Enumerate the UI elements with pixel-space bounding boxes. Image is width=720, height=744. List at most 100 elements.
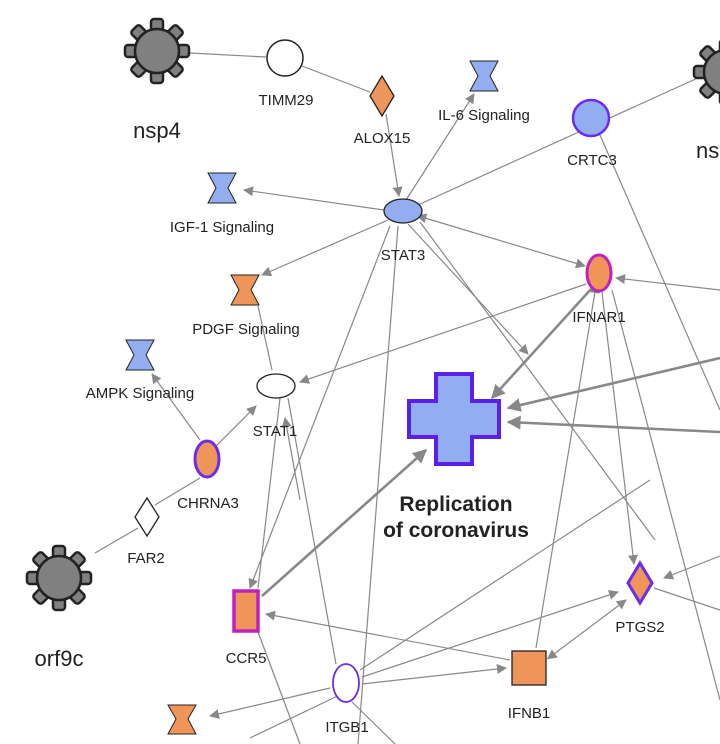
node-alox15[interactable]: ALOX15	[354, 74, 411, 147]
edge-chrna3-stat1	[215, 405, 257, 447]
node-label: IL-6 Signaling	[438, 107, 530, 124]
edge-nsright-stat3	[417, 76, 701, 206]
node-ccr5[interactable]: CCR5	[226, 589, 267, 667]
edge-ifnar1-ifnb1	[535, 283, 600, 649]
edge-itgb1-ifnb1	[361, 664, 507, 685]
edge-ifnar1-diag	[611, 289, 720, 701]
circle-shape	[266, 39, 304, 77]
node-ifnb1[interactable]: IFNB1	[508, 650, 551, 722]
edge-nsp4-timm29	[189, 52, 267, 58]
node-stat3[interactable]: STAT3	[381, 198, 425, 264]
edge-stat3-ccr5	[248, 225, 391, 589]
node-label: STAT1	[253, 423, 297, 440]
edge-right2-replication	[506, 415, 720, 434]
edge-itgb1-down	[351, 701, 396, 744]
edge-ifnb1-ccr5	[265, 610, 511, 661]
hourglass-shape	[125, 339, 155, 371]
edge-stat3-il6	[405, 93, 475, 201]
node-il6[interactable]: IL-6 Signaling	[438, 60, 530, 124]
node-igf1[interactable]: IGF-1 Signaling	[170, 172, 274, 236]
circle-shape	[571, 98, 611, 138]
node-label: CCR5	[226, 650, 267, 667]
hourglass-shape	[207, 172, 237, 204]
node-orf9c[interactable]: orf9c	[25, 544, 93, 671]
edge-stat3-down1	[357, 225, 399, 744]
edge-chrna3-far2	[154, 477, 201, 506]
node-label: IFNB1	[508, 705, 551, 722]
node-timm29[interactable]: TIMM29	[258, 39, 314, 109]
node-itgb1[interactable]: ITGB1	[325, 663, 369, 736]
rect-shape	[232, 589, 260, 633]
node-label: PDGF Signaling	[192, 321, 300, 338]
edge-alox15-stat3	[385, 113, 403, 197]
virus-icon	[25, 544, 93, 612]
edge-ifnb1-ptgs2	[546, 599, 627, 660]
node-label: nsp4	[133, 118, 181, 143]
node-label-line2: of coronavirus	[383, 519, 529, 542]
edge-stat3-igf1	[243, 186, 385, 211]
edge-ccr5-down	[257, 631, 301, 744]
edge-right-ifnar1	[615, 274, 720, 291]
edge-far2-orf9c	[94, 527, 139, 554]
diamond-shape	[626, 560, 654, 606]
edge-stat3-right	[419, 221, 656, 541]
node-replication[interactable]: Replication of coronavirus	[383, 372, 529, 542]
node-label: STAT3	[381, 247, 425, 264]
edge-chrna3-ampk	[151, 373, 201, 441]
rect-shape	[511, 650, 547, 686]
node-stat1[interactable]: STAT1	[253, 373, 297, 440]
node-label: ITGB1	[325, 719, 368, 736]
edge-timm29-alox15	[301, 65, 371, 93]
node-label: PTGS2	[615, 619, 664, 636]
node-label: ns	[696, 138, 719, 163]
node-bottom-hourglass[interactable]	[167, 704, 197, 735]
edge-itgb1-right	[359, 479, 651, 671]
diamond-shape	[134, 496, 160, 538]
hourglass-shape	[167, 704, 197, 735]
edge-right1-replication	[506, 356, 720, 412]
ellipse-shape	[332, 663, 360, 703]
edge-pdgf-stat1	[257, 305, 273, 371]
ellipse-shape	[383, 198, 423, 224]
node-label-line1: Replication	[399, 493, 512, 516]
node-label: ALOX15	[354, 130, 411, 147]
edge-stat3-ifnar1	[416, 213, 586, 269]
edge-stat1-down	[257, 397, 281, 589]
edge-stat1-itgb1-line	[287, 397, 337, 665]
bold-edges	[261, 287, 720, 597]
node-ampk[interactable]: AMPK Signaling	[86, 339, 194, 402]
virus-icon	[692, 38, 720, 106]
node-label: orf9c	[35, 646, 84, 671]
virus-icon	[123, 17, 191, 85]
node-label: IFNAR1	[572, 309, 625, 326]
edge-ccr5-replication	[261, 449, 428, 597]
edge-right-ptgs2	[663, 555, 720, 580]
node-nsp-right[interactable]: ns	[692, 38, 720, 163]
ellipse-shape	[256, 373, 296, 399]
node-ptgs2[interactable]: PTGS2	[615, 560, 665, 636]
diamond-shape	[369, 74, 395, 118]
node-chrna3[interactable]: CHRNA3	[177, 439, 239, 512]
node-crtc3[interactable]: CRTC3	[567, 98, 617, 169]
node-far2[interactable]: FAR2	[127, 496, 165, 567]
node-pdgf[interactable]: PDGF Signaling	[192, 274, 300, 338]
edges	[94, 52, 720, 744]
hourglass-shape	[469, 60, 499, 92]
node-ifnar1[interactable]: IFNAR1	[572, 253, 626, 326]
node-label: CHRNA3	[177, 495, 239, 512]
node-label: TIMM29	[258, 92, 313, 109]
edge-stat3-replication	[407, 223, 529, 355]
edge-stat3-pdgf	[261, 219, 389, 276]
node-nsp4[interactable]: nsp4	[123, 17, 191, 143]
edge-crtc3-down	[599, 134, 720, 411]
edge-itgb1-stat1	[281, 417, 301, 501]
edge-ccr5-far2	[249, 689, 351, 739]
edge-ifnar1-replication	[491, 287, 593, 400]
hourglass-shape	[230, 274, 260, 306]
node-label: FAR2	[127, 550, 165, 567]
node-label: IGF-1 Signaling	[170, 219, 274, 236]
edge-itgb1-hourglass	[209, 687, 331, 719]
edge-ptgs2-right	[653, 587, 720, 611]
ellipse-shape	[585, 253, 613, 293]
